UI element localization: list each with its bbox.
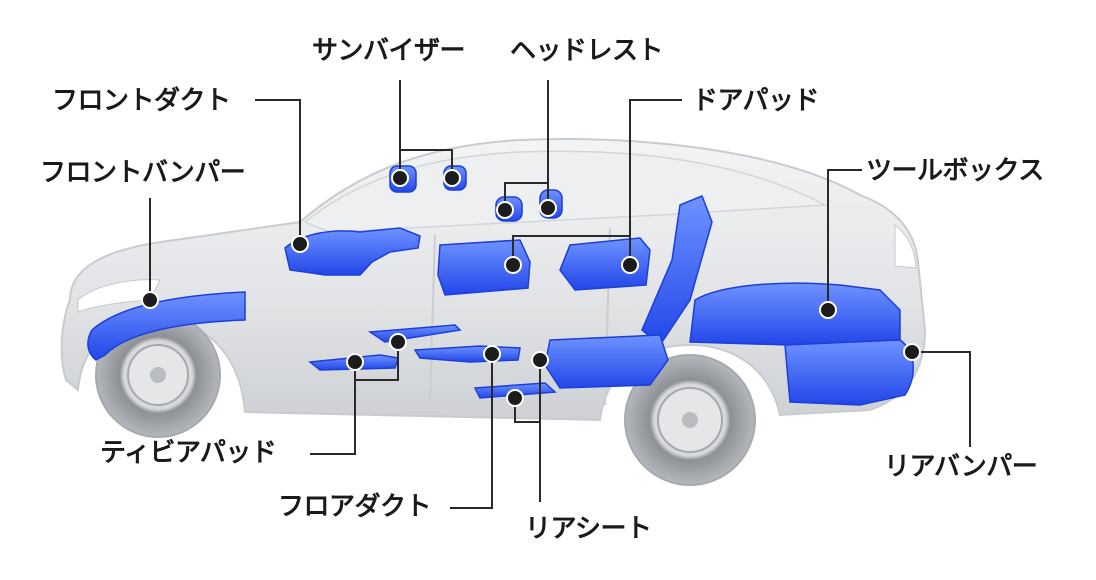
- marker-floor-duct: [483, 345, 501, 363]
- label-front-duct: フロントダクト: [52, 86, 231, 116]
- marker-headrest-2: [539, 199, 557, 217]
- label-tool-box: ツールボックス: [866, 156, 1044, 186]
- label-front-bumper: フロントバンパー: [40, 158, 246, 188]
- label-sun-visor: サンバイザー: [312, 36, 466, 66]
- marker-door-pad-1: [504, 256, 522, 274]
- marker-headrest-1: [496, 201, 514, 219]
- label-headrest: ヘッドレスト: [510, 36, 664, 66]
- rear-seat-back-part: [641, 195, 713, 347]
- tool-box-part: [689, 282, 901, 346]
- markers: [141, 169, 921, 407]
- front-wheel-icon: [95, 312, 221, 438]
- label-floor-duct: フロアダクト: [278, 492, 432, 522]
- rear-wheel-icon: [624, 354, 756, 486]
- floor-duct-part: [413, 345, 521, 363]
- marker-door-pad-2: [621, 256, 639, 274]
- label-door-pad: ドアパッド: [692, 86, 819, 116]
- door-pad-front-part: [437, 239, 531, 296]
- blue-parts: [87, 165, 914, 406]
- label-rear-seat: リアシート: [525, 514, 652, 544]
- marker-rear-seat-2: [506, 389, 524, 407]
- rear-seat-cushion-part: [544, 334, 669, 389]
- marker-tool-box: [819, 301, 837, 319]
- marker-sun-visor-2: [443, 169, 461, 187]
- marker-tibia-pad-1: [346, 353, 364, 371]
- marker-front-duct: [291, 235, 309, 253]
- door-pad-rear-part: [559, 237, 651, 291]
- marker-front-bumper: [141, 291, 159, 309]
- marker-rear-seat-1: [531, 351, 549, 369]
- leader-lines: [149, 80, 971, 509]
- marker-tibia-pad-2: [389, 333, 407, 351]
- label-rear-bumper: リアバンパー: [884, 452, 1038, 482]
- marker-sun-visor-1: [391, 169, 409, 187]
- marker-rear-bumper: [903, 343, 921, 361]
- label-tibia-pad: ティビアパッド: [100, 438, 277, 468]
- rear-bumper-part: [784, 339, 914, 406]
